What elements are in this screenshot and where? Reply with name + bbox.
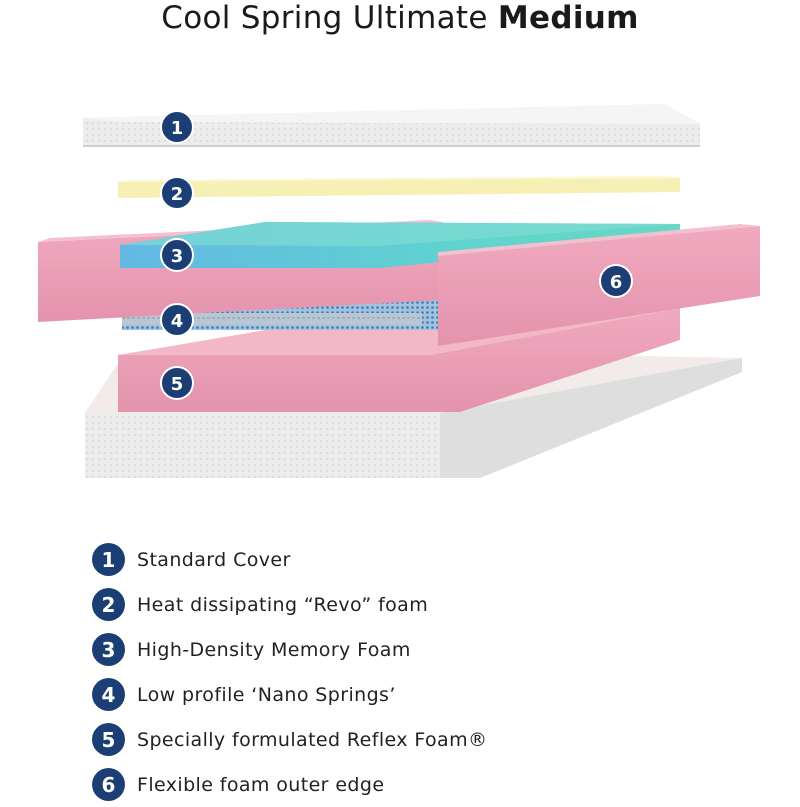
- legend-badge-2: 2: [92, 588, 125, 621]
- title-bold: Medium: [497, 0, 639, 36]
- revo-foam-layer: [118, 176, 680, 198]
- legend-badge-3: 3: [92, 633, 125, 666]
- badge-6-label: 6: [610, 272, 623, 293]
- badge-1-label: 1: [171, 118, 184, 139]
- legend-badge-5: 5: [92, 723, 125, 756]
- legend-item-3: 3 High-Density Memory Foam: [92, 627, 772, 672]
- legend-badge-6: 6: [92, 768, 125, 801]
- badge-6: 6: [599, 264, 633, 298]
- badge-3: 3: [160, 238, 194, 272]
- legend-label-6: Flexible foam outer edge: [137, 773, 385, 796]
- legend-label-4: Low profile ‘Nano Springs’: [137, 683, 396, 706]
- layer-legend: 1 Standard Cover 2 Heat dissipating “Rev…: [92, 537, 772, 807]
- badge-4: 4: [160, 303, 194, 337]
- memory-foam-layer: [120, 222, 680, 268]
- page-title: Cool Spring Ultimate Medium: [0, 0, 800, 40]
- badge-4-label: 4: [171, 311, 184, 332]
- badge-1: 1: [160, 110, 194, 144]
- title-main: Cool Spring Ultimate: [161, 0, 498, 36]
- badge-5-label: 5: [171, 374, 184, 395]
- outer-edge-right: [438, 224, 760, 346]
- legend-item-4: 4 Low profile ‘Nano Springs’: [92, 672, 772, 717]
- legend-label-5: Specially formulated Reflex Foam®: [137, 728, 488, 751]
- badge-3-label: 3: [171, 246, 184, 267]
- standard-cover-layer: [83, 104, 700, 147]
- legend-item-2: 2 Heat dissipating “Revo” foam: [92, 582, 772, 627]
- legend-label-3: High-Density Memory Foam: [137, 638, 411, 661]
- legend-item-6: 6 Flexible foam outer edge: [92, 762, 772, 807]
- legend-badge-1: 1: [92, 543, 125, 576]
- badge-5: 5: [160, 366, 194, 400]
- legend-label-2: Heat dissipating “Revo” foam: [137, 593, 429, 616]
- badge-2-label: 2: [171, 184, 184, 205]
- legend-item-5: 5 Specially formulated Reflex Foam®: [92, 717, 772, 762]
- mattress-layers-diagram: 1 2 3 4 5 6: [38, 104, 760, 478]
- legend-badge-4: 4: [92, 678, 125, 711]
- base-cover-layer: [85, 356, 742, 478]
- badge-2: 2: [160, 176, 194, 210]
- legend-label-1: Standard Cover: [137, 548, 291, 571]
- legend-item-1: 1 Standard Cover: [92, 537, 772, 582]
